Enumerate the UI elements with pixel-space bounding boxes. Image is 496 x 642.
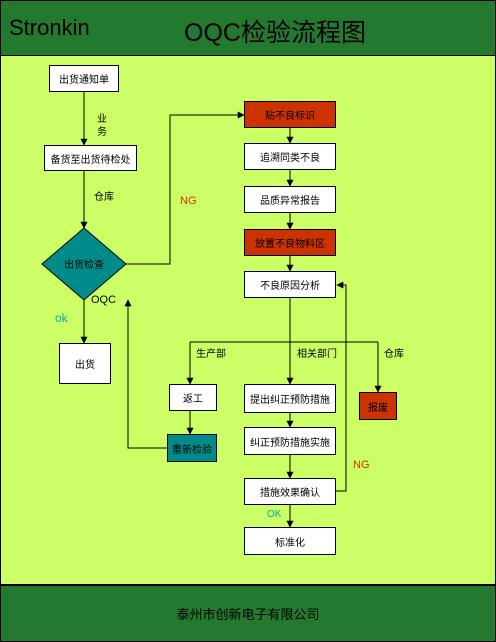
node-place-defect-area: 放置不良物料区 — [244, 229, 336, 256]
page-title: OQC检验流程图 — [184, 19, 366, 47]
label-related-dept: 相关部门 — [297, 349, 337, 360]
label-warehouse-right: 仓库 — [384, 349, 404, 360]
node-confirm-effect: 措施效果确认 — [244, 478, 336, 505]
node-trace-similar: 追溯同类不良 — [244, 143, 336, 170]
label-ng-right: NG — [353, 459, 370, 471]
node-shipment-inspection: 出货检查 — [64, 260, 104, 271]
label-ng-top: NG — [180, 195, 197, 207]
label-ok-bottom: OK — [267, 509, 282, 520]
node-scrap: 报废 — [359, 392, 397, 420]
node-quality-report: 品质异常报告 — [244, 186, 336, 213]
label-business-1: 业 — [97, 114, 107, 125]
node-reinspect: 重新检验 — [167, 434, 217, 462]
company-name: 泰州市创新电子有限公司 — [176, 607, 320, 622]
arrow-inspection-ng — [126, 111, 245, 265]
label-warehouse-left: 仓库 — [94, 192, 114, 203]
brand-name: Stronkin — [9, 15, 90, 40]
node-implement-actions: 纠正预防措施实施 — [244, 427, 336, 455]
label-ok-left: ok — [55, 311, 68, 325]
arrow-confirm-ng-loop — [336, 281, 347, 492]
node-shipment-notice: 出货通知单 — [49, 65, 119, 92]
node-root-cause: 不良原因分析 — [244, 271, 336, 298]
node-prepare-goods: 备货至出货待检处 — [44, 145, 137, 171]
node-defect-tag: 贴不良标识 — [244, 101, 336, 128]
label-oqc: OQC — [91, 294, 117, 306]
label-business-2: 务 — [97, 127, 107, 138]
arrow-reinspect-to-inspection — [124, 299, 167, 449]
node-ship: 出货 — [59, 343, 111, 384]
header-bar: Stronkin OQC检验流程图 — [0, 0, 496, 56]
label-production-dept: 生产部 — [196, 349, 226, 360]
node-standardize: 标准化 — [244, 527, 336, 555]
node-rework: 返工 — [169, 384, 217, 411]
node-propose-actions: 提出纠正预防措施 — [244, 384, 336, 413]
